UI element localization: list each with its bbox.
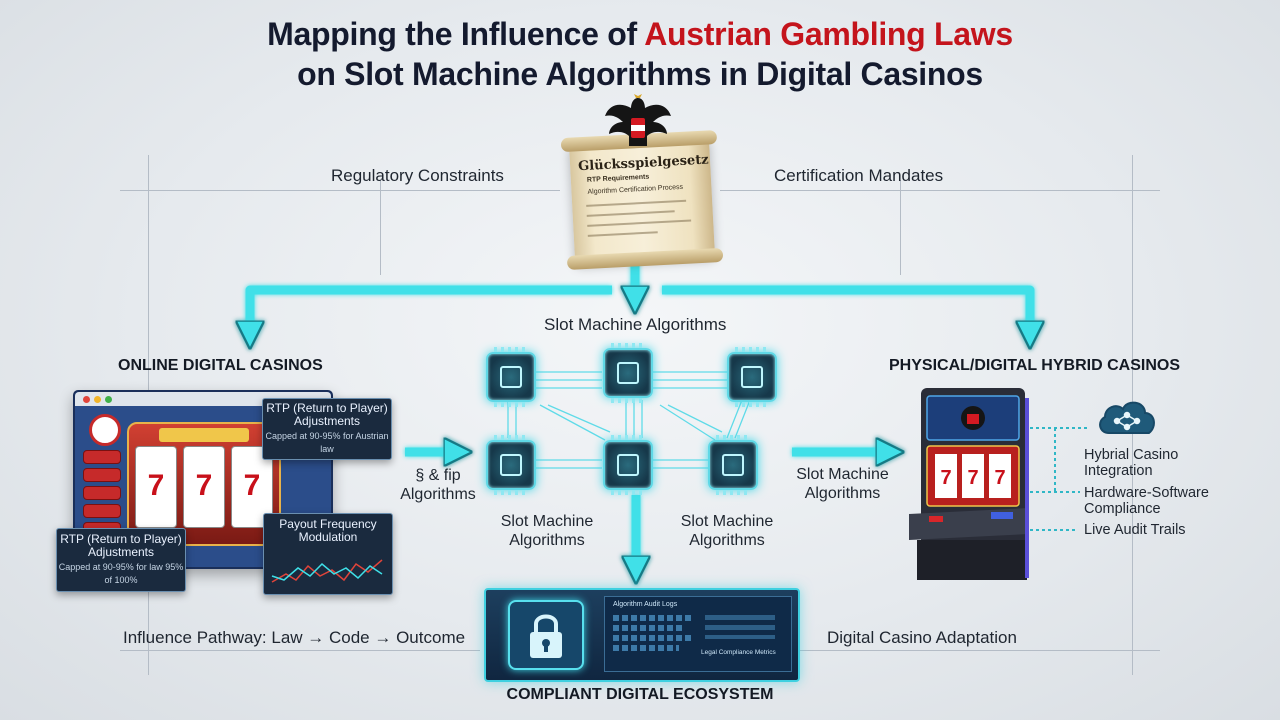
rtp-bottom-sub: Capped at 90-95% for law 95% of 100% (58, 562, 184, 585)
scroll-title: Glücksspielgesetz (577, 152, 710, 175)
title-line2: on Slot Machine Algorithms in Digital Ca… (297, 56, 983, 92)
label-influence-pathway: Influence Pathway: Law → Code → Outcome (123, 628, 466, 647)
chip-icon (486, 347, 536, 407)
chip-icon (603, 435, 653, 495)
slot-machine-icon: 7 7 7 (127, 422, 281, 546)
label-center-algorithms: Slot Machine Algorithms (544, 315, 727, 334)
payout-frequency-box: Payout Frequency Modulation (263, 513, 393, 595)
austrian-eagle-icon (605, 94, 671, 146)
rtp-box-bottom: RTP (Return to Player) Adjustments Cappe… (56, 528, 186, 592)
payout-line-chart-icon (271, 559, 383, 583)
svg-text:7: 7 (967, 467, 978, 489)
payout-title: Payout Frequency Modulation (279, 517, 377, 544)
chip-icon (708, 435, 758, 495)
label-right-arrow: Slot Machine Algorithms (796, 466, 889, 502)
grid-line (120, 650, 480, 651)
rtp-top-sub: Capped at 90-95% for Austrian law (265, 431, 389, 454)
svg-text:7: 7 (994, 467, 1005, 489)
scroll-line-1: RTP Requirements (586, 173, 650, 184)
item-hybrid-integration: Hybrial Casino Integration (1084, 447, 1179, 479)
item-live-audit: Live Audit Trails (1084, 522, 1186, 538)
page-title: Mapping the Influence of Austrian Gambli… (0, 14, 1280, 94)
compliance-dashboard: Algorithm Audit Logs Legal Compliance Me… (484, 588, 800, 682)
title-highlight: Austrian Gambling Laws (644, 16, 1013, 52)
grid-line (380, 180, 381, 275)
label-regulatory-constraints: Regulatory Constraints (331, 166, 504, 185)
cloud-network-icon (1099, 401, 1155, 434)
svg-text:7: 7 (940, 467, 951, 489)
rtp-box-top: RTP (Return to Player) Adjustments Cappe… (262, 398, 392, 460)
item-hardware-software: Hardware-Software Compliance (1084, 485, 1209, 517)
label-chip-left: Slot Machine Algorithms (500, 513, 594, 549)
rtp-top-title: RTP (Return to Player) Adjustments (266, 401, 388, 428)
law-scroll: Glücksspielgesetz RTP Requirements Algor… (560, 130, 724, 270)
padlock-icon (508, 600, 584, 670)
label-left-arrow: § & fip Algorithms (400, 467, 476, 503)
rtp-bottom-title: RTP (Return to Player) Adjustments (60, 532, 182, 559)
grid-line (800, 650, 1160, 651)
label-ecosystem: COMPLIANT DIGITAL ECOSYSTEM (506, 686, 774, 703)
chip-icon (603, 343, 653, 403)
dash-sub: Legal Compliance Metrics (701, 649, 776, 656)
scroll-line-2: Algorithm Certification Process (587, 183, 684, 196)
dash-header: Algorithm Audit Logs (613, 601, 678, 608)
arcade-machine-icon: 7 7 7 (909, 388, 1029, 580)
label-digital-adaptation: Digital Casino Adaptation (827, 628, 1017, 647)
title-line1: Mapping the Influence of (267, 16, 645, 52)
chip-icon (486, 435, 536, 495)
label-certification-mandates: Certification Mandates (774, 166, 944, 185)
grid-line (900, 180, 901, 275)
grid-line (120, 190, 560, 191)
label-chip-right: Slot Machine Algorithms (680, 513, 774, 549)
audit-log-panel: Algorithm Audit Logs Legal Compliance Me… (604, 596, 792, 672)
grid-line (720, 190, 1160, 191)
heading-online-casinos: ONLINE DIGITAL CASINOS (118, 357, 323, 374)
casino-logo-icon (89, 414, 121, 446)
chip-icon (727, 347, 777, 407)
heading-hybrid-casinos: PHYSICAL/DIGITAL HYBRID CASINOS (889, 357, 1180, 374)
